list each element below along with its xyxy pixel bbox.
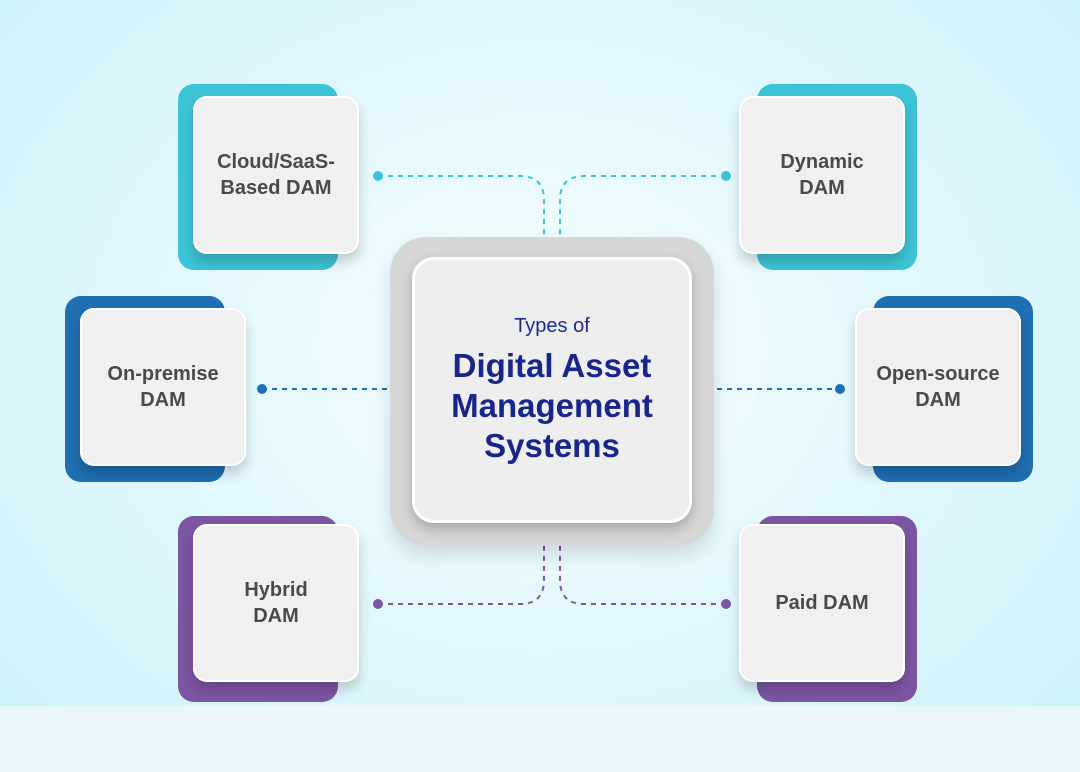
center-card: Types of Digital Asset Management System… [412,257,692,523]
connector-paid [559,536,726,605]
connector-dot-dynamic [721,171,731,181]
node-label: Paid DAM [775,592,869,614]
node-dynamic-dam: Dynamic DAM [727,84,917,274]
node-open-source-dam: Open-source DAM [843,296,1033,486]
node-hybrid-dam: Hybrid DAM [178,512,368,702]
connector-cloud [378,175,545,242]
node-card: Cloud/SaaS- Based DAM [193,96,359,254]
connector-dot-paid [721,599,731,609]
node-card: Dynamic DAM [739,96,905,254]
node-cloud-saas-dam: Cloud/SaaS- Based DAM [178,84,368,274]
center-title: Digital Asset Management Systems [451,346,653,464]
connector-dot-open-source [835,384,845,394]
node-label: Cloud/SaaS- Based DAM [217,151,335,199]
connector-hybrid [378,536,545,605]
node-card: On-premise DAM [80,308,246,466]
bottom-band [0,706,1080,772]
node-label: On-premise DAM [107,363,219,411]
node-card: Paid DAM [739,524,905,682]
connector-dot-cloud [373,171,383,181]
node-on-premise-dam: On-premise DAM [65,296,255,486]
node-label: Dynamic DAM [780,151,864,199]
node-label: Open-source DAM [876,363,1000,411]
node-paid-dam: Paid DAM [727,512,917,702]
connector-dynamic [559,175,726,242]
center-card-frame: Types of Digital Asset Management System… [390,237,714,545]
node-label: Hybrid DAM [244,579,308,627]
connector-dot-on-premise [257,384,267,394]
center-subtitle: Types of [514,314,590,337]
node-card: Open-source DAM [855,308,1021,466]
connector-dot-hybrid [373,599,383,609]
node-card: Hybrid DAM [193,524,359,682]
